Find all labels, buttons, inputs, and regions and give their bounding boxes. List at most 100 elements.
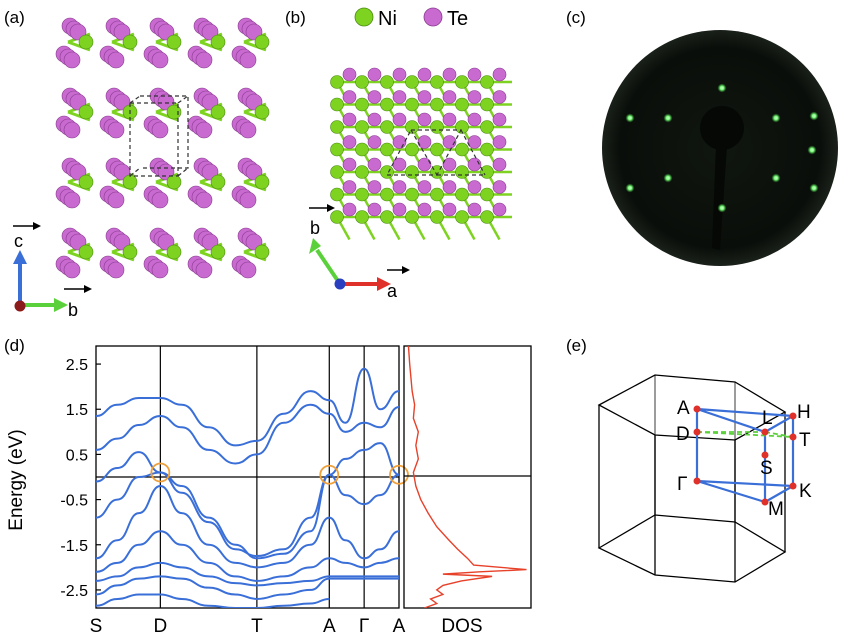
ni-atom	[210, 174, 226, 190]
dirac-point-marker	[150, 462, 171, 483]
y-tick-label: -0.5	[60, 493, 88, 510]
te-atom	[342, 67, 357, 82]
bz-hexagonal-prism	[597, 374, 787, 583]
brillouin-zone: A L H D T S Γ K M	[597, 374, 812, 583]
panel-label-a: (a)	[4, 8, 25, 27]
te-atom	[467, 202, 482, 217]
x-tick-label: S	[90, 616, 103, 637]
te-atom	[417, 202, 432, 217]
x-tick-label: A	[323, 616, 336, 637]
label-H: H	[797, 402, 811, 423]
ni-atom	[480, 210, 494, 224]
y-tick-label: -2.5	[60, 583, 88, 600]
te-atom	[151, 261, 169, 279]
te-atom	[342, 135, 357, 149]
axes-triad-a	[13, 250, 68, 312]
te-atom	[367, 180, 382, 194]
ni-atom	[166, 34, 182, 50]
legend-te: Te	[447, 8, 468, 30]
te-atom	[151, 51, 169, 69]
te-atom	[392, 135, 407, 149]
band-3	[96, 442, 399, 558]
layer-2	[55, 87, 270, 139]
label-L: L	[762, 408, 773, 429]
diffraction-spot	[809, 183, 819, 193]
te-atom	[492, 180, 507, 194]
te-atom	[63, 51, 81, 69]
ni-atom	[430, 97, 444, 112]
ni-atom	[355, 120, 369, 134]
ni-atom	[480, 97, 494, 112]
te-atom	[467, 112, 482, 127]
ni-atom	[78, 34, 94, 50]
ni-atom	[480, 120, 494, 134]
legend: Ni Te	[354, 7, 468, 30]
point-Gamma	[693, 477, 701, 485]
te-atom	[195, 191, 213, 209]
label-S: S	[760, 458, 773, 479]
ni-atom	[122, 244, 138, 260]
ni-atom	[480, 75, 494, 89]
te-atom	[151, 121, 169, 139]
te-atom	[239, 261, 257, 279]
point-T	[789, 433, 797, 441]
dos-plot-frame	[403, 345, 532, 609]
te-atom	[63, 191, 81, 209]
ni-atom	[355, 210, 369, 224]
te-atom	[417, 180, 432, 194]
axis-label-b-b: b	[310, 218, 320, 238]
te-atom	[367, 67, 382, 82]
ni-atom	[210, 244, 226, 260]
label-Gamma: Γ	[677, 474, 687, 495]
ni-atom	[330, 165, 344, 179]
panel-label-c: (c)	[566, 8, 586, 27]
ni-atom	[355, 97, 369, 112]
ni-atom	[355, 187, 369, 202]
layer-1	[55, 17, 270, 69]
ni-atom	[405, 142, 419, 157]
y-tick-label: 0.5	[66, 447, 88, 464]
ni-atom	[330, 75, 344, 89]
ni-atom	[78, 104, 94, 120]
ni-atom	[166, 104, 182, 120]
point-L	[761, 428, 769, 436]
te-atom	[342, 157, 357, 172]
te-atom	[195, 261, 213, 279]
ni-atom	[455, 75, 469, 89]
crystal-top-view: Ni Te b a	[309, 7, 512, 300]
point-K	[789, 482, 797, 490]
diffraction-spot	[663, 173, 673, 183]
high-symmetry-path	[696, 431, 794, 438]
ni-atom	[330, 210, 344, 224]
ni-atom	[405, 120, 419, 134]
panel-label-e: (e)	[566, 336, 587, 355]
label-D: D	[676, 424, 690, 445]
ni-atom	[122, 34, 138, 50]
te-atom	[492, 112, 507, 127]
diffraction-spot	[807, 145, 817, 155]
band-2	[96, 403, 399, 465]
point-D	[693, 428, 701, 436]
ni-atom	[430, 142, 444, 157]
unit-cell-dashed	[129, 95, 189, 177]
band-4	[96, 471, 399, 560]
te-atom	[417, 67, 432, 82]
high-symmetry-points	[693, 405, 797, 506]
te-atom	[195, 51, 213, 69]
band-5	[96, 485, 399, 569]
layer-3	[55, 157, 270, 209]
crystal-side-view: c b	[13, 17, 270, 320]
ni-atom	[455, 165, 469, 179]
te-atom	[492, 90, 507, 104]
ni-atom	[405, 75, 419, 89]
te-atom	[195, 121, 213, 139]
ni-atom	[380, 120, 394, 134]
te-atom	[342, 202, 357, 217]
ni-atom	[122, 174, 138, 190]
te-atom	[492, 157, 507, 172]
ni-atom	[405, 97, 419, 112]
diffraction-spot	[717, 83, 727, 93]
te-atom	[107, 51, 125, 69]
te-atom	[63, 261, 81, 279]
